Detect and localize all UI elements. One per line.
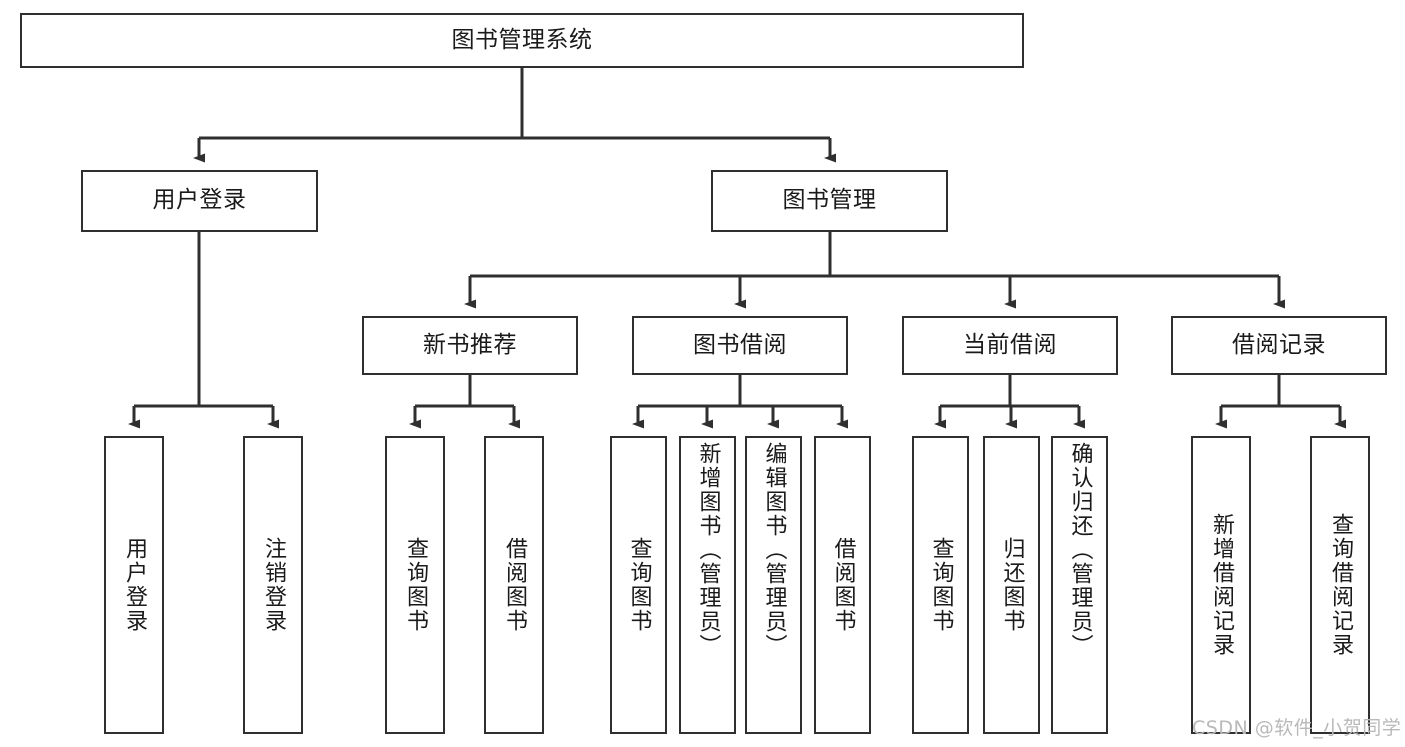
node-leaf-add-borrow-record[interactable]: 新增借阅记录 — [1191, 436, 1251, 734]
node-user-login[interactable]: 用户登录 — [81, 170, 318, 232]
node-leaf-query-book-borrow-label: 查询图书 — [626, 537, 652, 633]
node-leaf-confirm-return[interactable]: 确认归还（管理员） — [1051, 436, 1108, 734]
node-leaf-query-book-current-label: 查询图书 — [928, 537, 954, 633]
node-book-borrow-label: 图书借阅 — [693, 331, 787, 358]
node-leaf-borrow-book[interactable]: 借阅图书 — [814, 436, 871, 734]
node-borrow-record-label: 借阅记录 — [1232, 331, 1326, 358]
node-leaf-borrow-book-label: 借阅图书 — [830, 537, 856, 633]
node-leaf-logout-label: 注销登录 — [260, 537, 286, 633]
node-new-book-recommend[interactable]: 新书推荐 — [362, 316, 578, 375]
node-root-system[interactable]: 图书管理系统 — [20, 13, 1024, 68]
node-leaf-return-book[interactable]: 归还图书 — [983, 436, 1040, 734]
node-leaf-borrow-book-recommend-label: 借阅图书 — [501, 537, 527, 633]
node-leaf-query-book-current[interactable]: 查询图书 — [912, 436, 969, 734]
node-leaf-edit-book[interactable]: 编辑图书（管理员） — [745, 436, 802, 734]
node-leaf-edit-book-label: 编辑图书（管理员） — [761, 442, 787, 658]
node-leaf-user-login[interactable]: 用户登录 — [104, 436, 164, 734]
node-leaf-add-book[interactable]: 新增图书（管理员） — [679, 436, 736, 734]
node-book-borrow[interactable]: 图书借阅 — [632, 316, 848, 375]
node-user-login-label: 用户登录 — [152, 187, 247, 214]
node-book-manage[interactable]: 图书管理 — [711, 170, 948, 232]
node-leaf-query-book-recommend[interactable]: 查询图书 — [385, 436, 445, 734]
node-leaf-query-book-borrow[interactable]: 查询图书 — [610, 436, 667, 734]
node-leaf-return-book-label: 归还图书 — [999, 537, 1025, 633]
node-book-manage-label: 图书管理 — [782, 187, 877, 214]
node-leaf-logout[interactable]: 注销登录 — [243, 436, 303, 734]
node-leaf-user-login-label: 用户登录 — [121, 537, 147, 633]
node-root-system-label: 图书管理系统 — [451, 26, 593, 53]
node-leaf-confirm-return-label: 确认归还（管理员） — [1067, 442, 1093, 658]
node-new-book-recommend-label: 新书推荐 — [423, 331, 517, 358]
watermark-text: CSDN @软件_小贺同学 — [1192, 717, 1402, 739]
node-current-borrow-label: 当前借阅 — [963, 331, 1057, 358]
node-current-borrow[interactable]: 当前借阅 — [902, 316, 1118, 375]
node-leaf-query-borrow-record-label: 查询借阅记录 — [1327, 513, 1353, 657]
node-leaf-borrow-book-recommend[interactable]: 借阅图书 — [484, 436, 544, 734]
node-borrow-record[interactable]: 借阅记录 — [1171, 316, 1387, 375]
node-leaf-query-borrow-record[interactable]: 查询借阅记录 — [1310, 436, 1370, 734]
node-leaf-query-book-recommend-label: 查询图书 — [402, 537, 428, 633]
node-leaf-add-borrow-record-label: 新增借阅记录 — [1208, 513, 1234, 657]
node-leaf-add-book-label: 新增图书（管理员） — [695, 442, 721, 658]
